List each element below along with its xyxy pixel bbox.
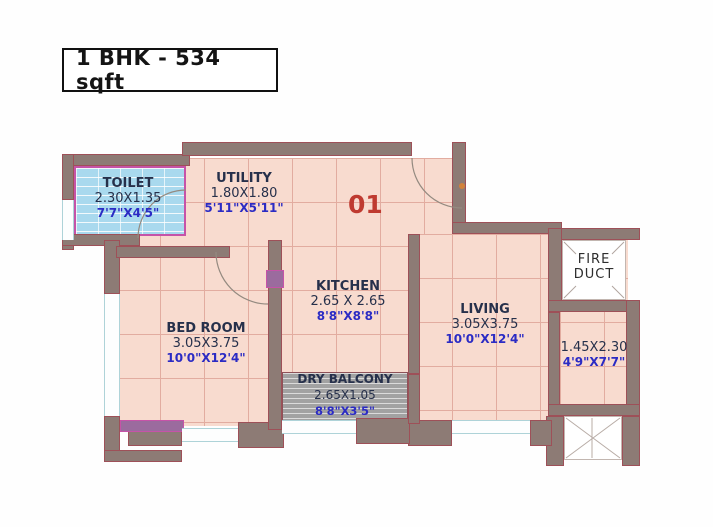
window	[104, 294, 120, 416]
wall	[182, 142, 412, 156]
wall	[530, 420, 552, 446]
window	[62, 200, 74, 240]
wall	[408, 374, 420, 424]
wall	[626, 300, 640, 416]
wall	[622, 416, 640, 466]
window	[452, 420, 530, 434]
unit-number: 01	[348, 190, 383, 219]
wall	[408, 420, 452, 446]
wall	[268, 240, 282, 430]
wall	[452, 222, 562, 234]
window	[182, 428, 238, 442]
wall-accent	[120, 420, 184, 432]
wall	[356, 418, 410, 444]
plan-title-box: 1 BHK - 534 sqft	[62, 46, 278, 94]
wall	[104, 450, 182, 462]
plan-title: 1 BHK - 534 sqft	[76, 46, 221, 94]
shaft-box	[564, 416, 622, 460]
fire-duct-line1: FIRE	[577, 252, 611, 267]
living-floor	[408, 234, 550, 424]
wall	[62, 154, 190, 166]
wall	[452, 142, 466, 234]
wall	[62, 154, 74, 200]
wall	[116, 246, 230, 258]
wall	[408, 234, 420, 374]
toilet-floor	[74, 166, 186, 236]
wall	[548, 404, 640, 416]
wall-accent	[266, 270, 284, 288]
wall	[62, 234, 140, 246]
dry-balcony-floor	[282, 372, 408, 422]
fire-duct-label: FIRE DUCT	[562, 252, 626, 282]
window	[282, 420, 356, 434]
fire-duct-line2: DUCT	[573, 267, 615, 282]
